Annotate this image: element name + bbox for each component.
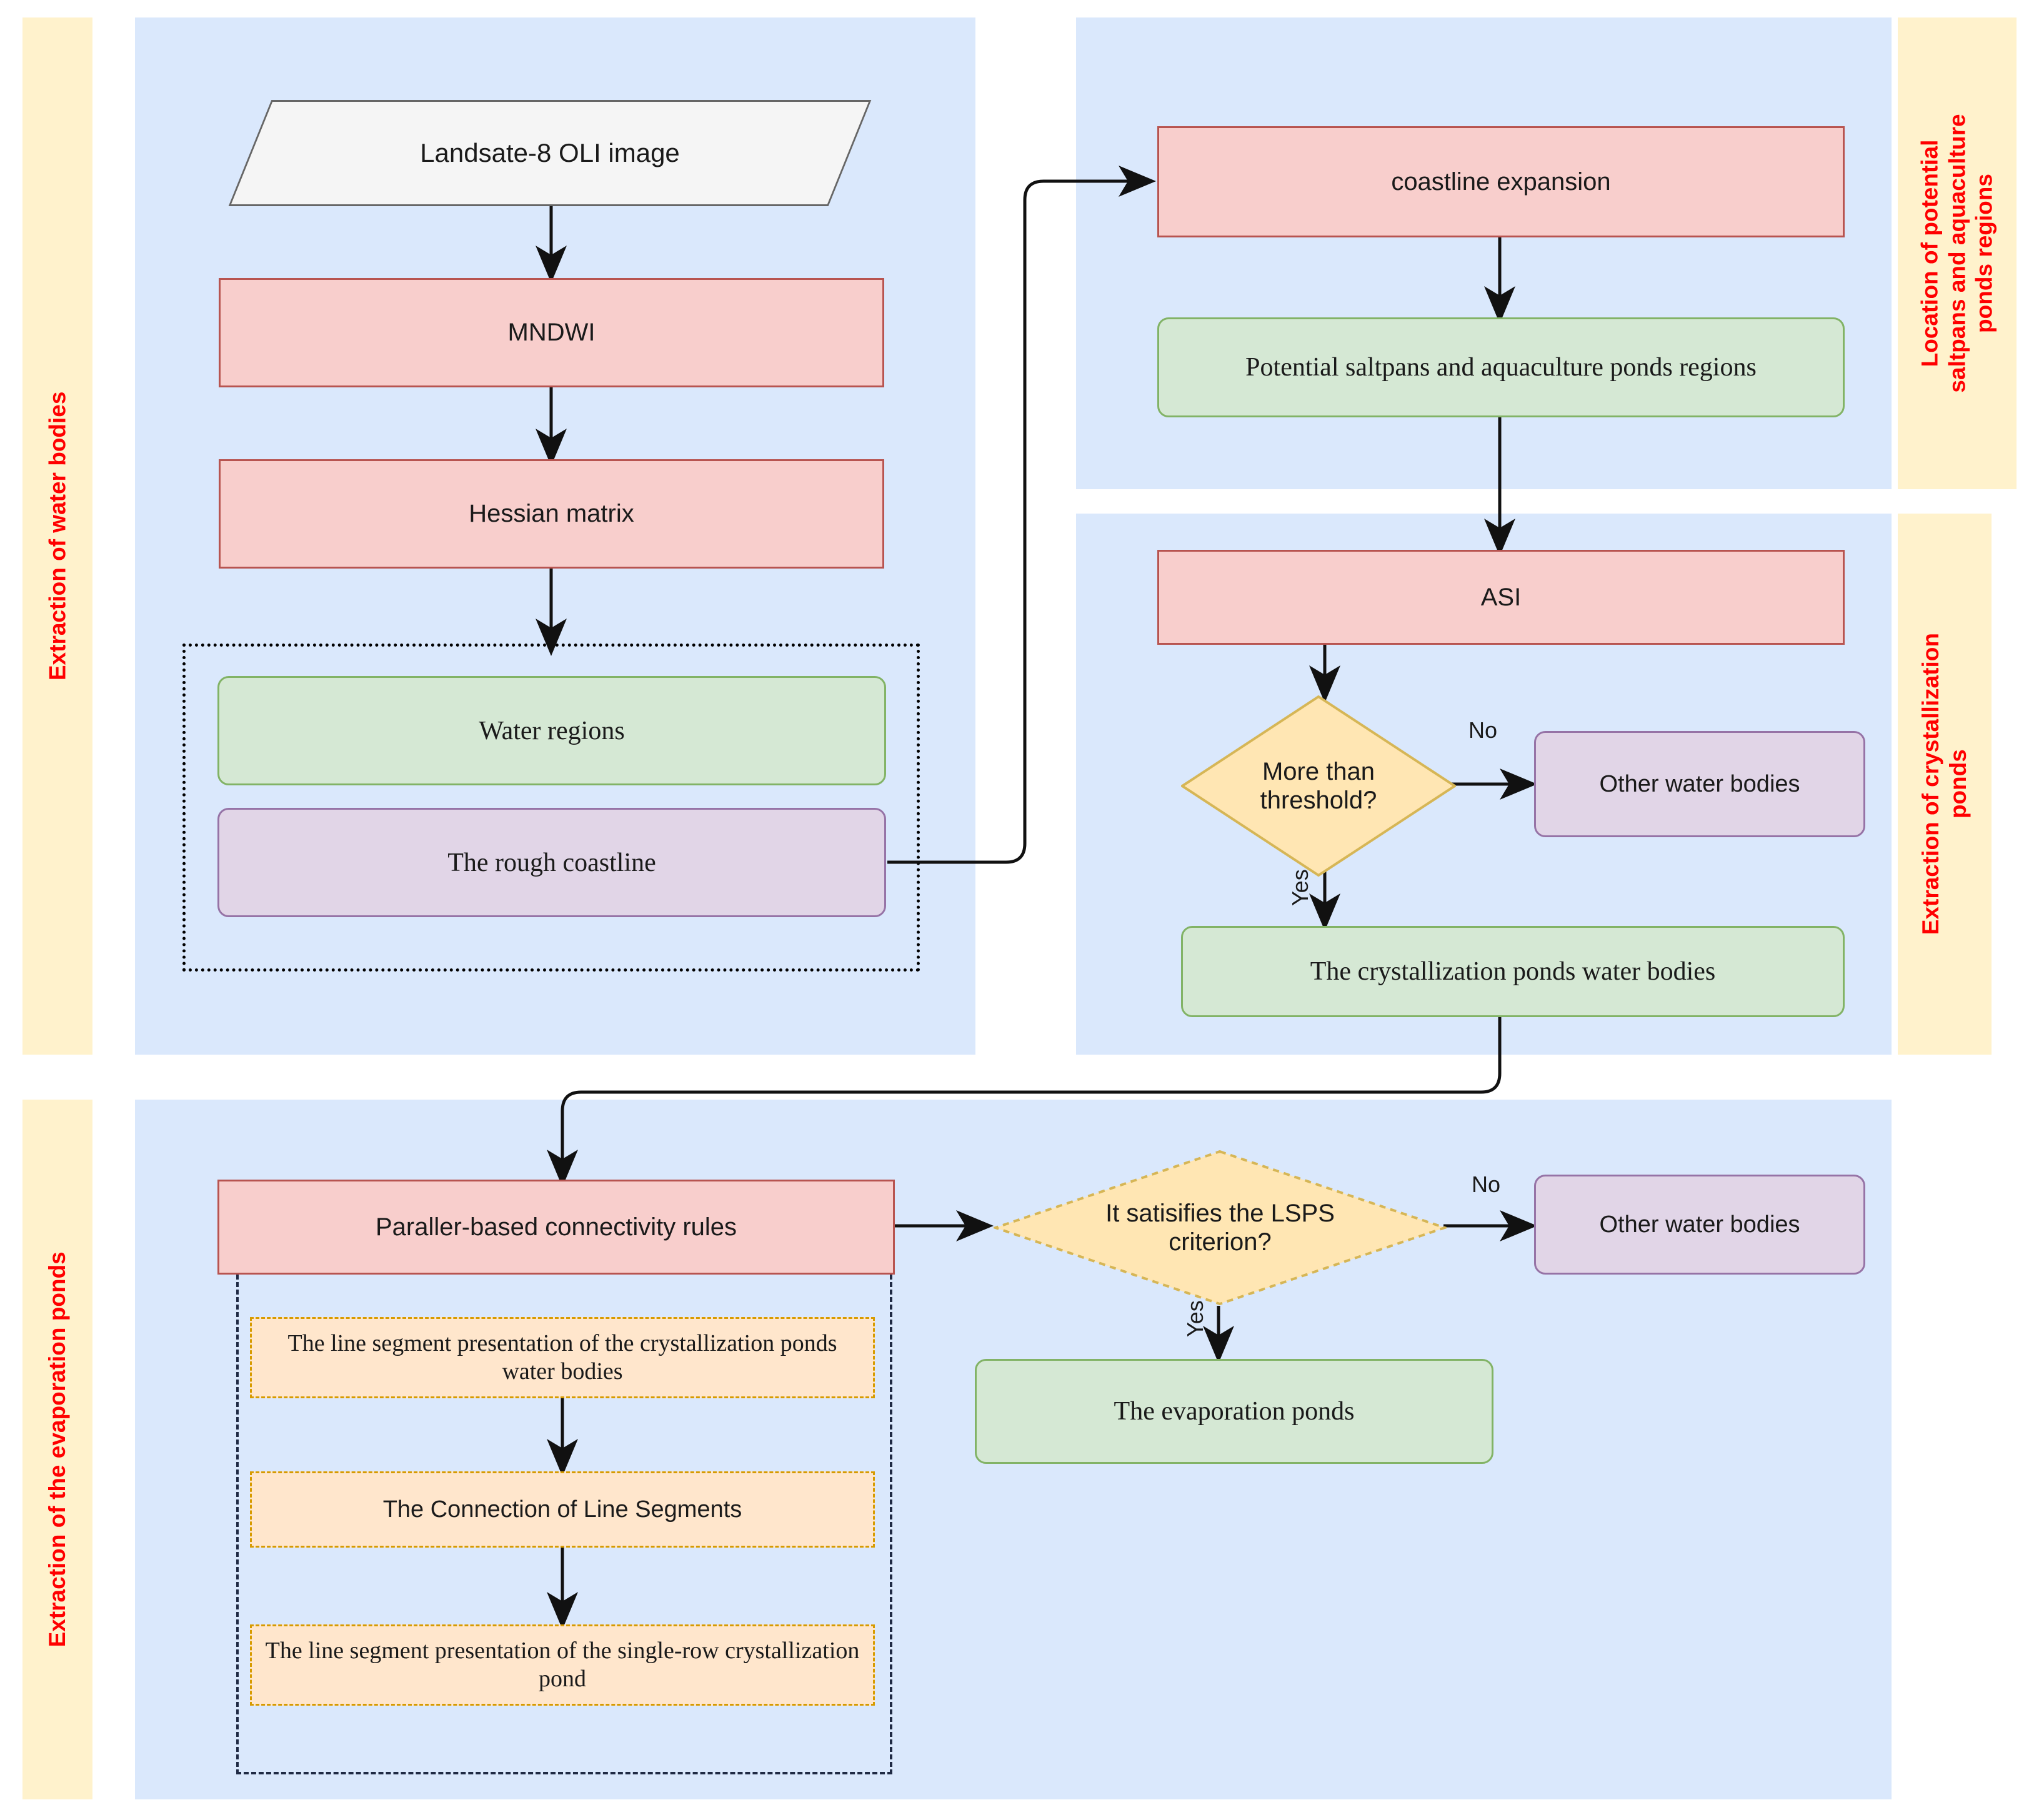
line-segment-group-frame (236, 1237, 892, 1774)
node-label: The line segment presentation of the sin… (265, 1638, 860, 1692)
node-landsat-image[interactable]: Landsate-8 OLI image (228, 100, 872, 206)
node-label: The Connection of Line Segments (382, 1496, 742, 1523)
node-label: The rough coastline (447, 848, 656, 877)
edge-label-yes-1: Yes (1287, 869, 1313, 906)
edge-label-yes-2: Yes (1182, 1300, 1208, 1337)
band-label: Location of potential saltpans and aquac… (1917, 114, 1997, 393)
node-label: Other water bodies (1599, 1211, 1800, 1238)
node-line-segment-presentation-single-row[interactable]: The line segment presentation of the sin… (250, 1624, 875, 1706)
band-label: Extraction of crystallization ponds (1918, 633, 1972, 935)
node-label: Landsate-8 OLI image (420, 138, 680, 167)
node-label: It satisifies the LSPS criterion? (1105, 1200, 1335, 1256)
node-coastline-expansion[interactable]: coastline expansion (1157, 126, 1845, 237)
edge-label-no-2: No (1472, 1171, 1501, 1197)
node-other-water-bodies-1[interactable]: Other water bodies (1534, 731, 1865, 837)
node-label: Paraller-based connectivity rules (375, 1213, 737, 1241)
band-label: Extraction of the evaporation ponds (44, 1251, 71, 1648)
band-extraction-of-evaporation-ponds: Extraction of the evaporation ponds (22, 1100, 92, 1799)
node-label: The line segment presentation of the cry… (287, 1330, 837, 1385)
node-label: Potential saltpans and aquaculture ponds… (1245, 353, 1757, 382)
node-label: ASI (1480, 583, 1522, 611)
node-evaporation-ponds[interactable]: The evaporation ponds (975, 1359, 1493, 1464)
node-label: MNDWI (507, 319, 596, 346)
node-label: More than threshold? (1260, 758, 1377, 814)
band-label: Extraction of water bodies (44, 391, 71, 681)
node-label: The evaporation ponds (1114, 1397, 1355, 1426)
edge-label-no-1: No (1468, 717, 1498, 743)
node-more-than-threshold-decision[interactable]: More than threshold? (1181, 695, 1456, 877)
node-asi[interactable]: ASI (1157, 550, 1845, 645)
node-crystallization-ponds-water-bodies[interactable]: The crystallization ponds water bodies (1181, 926, 1845, 1017)
node-label: Other water bodies (1599, 770, 1800, 797)
node-other-water-bodies-2[interactable]: Other water bodies (1534, 1175, 1865, 1275)
node-connection-of-line-segments[interactable]: The Connection of Line Segments (250, 1471, 875, 1548)
node-line-segment-presentation-crystallization[interactable]: The line segment presentation of the cry… (250, 1317, 875, 1398)
node-rough-coastline[interactable]: The rough coastline (217, 808, 886, 917)
diamond-shape (994, 1150, 1447, 1306)
node-label: Hessian matrix (469, 500, 634, 527)
band-extraction-of-water-bodies: Extraction of water bodies (22, 17, 92, 1055)
node-parallel-connectivity-rules[interactable]: Paraller-based connectivity rules (217, 1180, 895, 1275)
node-label: Water regions (479, 716, 625, 745)
node-mndwi[interactable]: MNDWI (219, 278, 884, 387)
panel-potential-regions (1076, 17, 1892, 489)
diamond-shape (1181, 695, 1456, 877)
band-location-of-potential-regions: Location of potential saltpans and aquac… (1898, 17, 2017, 489)
node-hessian-matrix[interactable]: Hessian matrix (219, 459, 884, 569)
node-potential-saltpans-regions[interactable]: Potential saltpans and aquaculture ponds… (1157, 317, 1845, 417)
node-lsps-criterion-decision[interactable]: It satisifies the LSPS criterion? (994, 1150, 1447, 1306)
node-water-regions[interactable]: Water regions (217, 676, 886, 785)
node-label: coastline expansion (1391, 167, 1611, 196)
band-extraction-of-crystallization-ponds: Extraction of crystallization ponds (1898, 514, 1992, 1055)
node-label: The crystallization ponds water bodies (1310, 957, 1716, 986)
